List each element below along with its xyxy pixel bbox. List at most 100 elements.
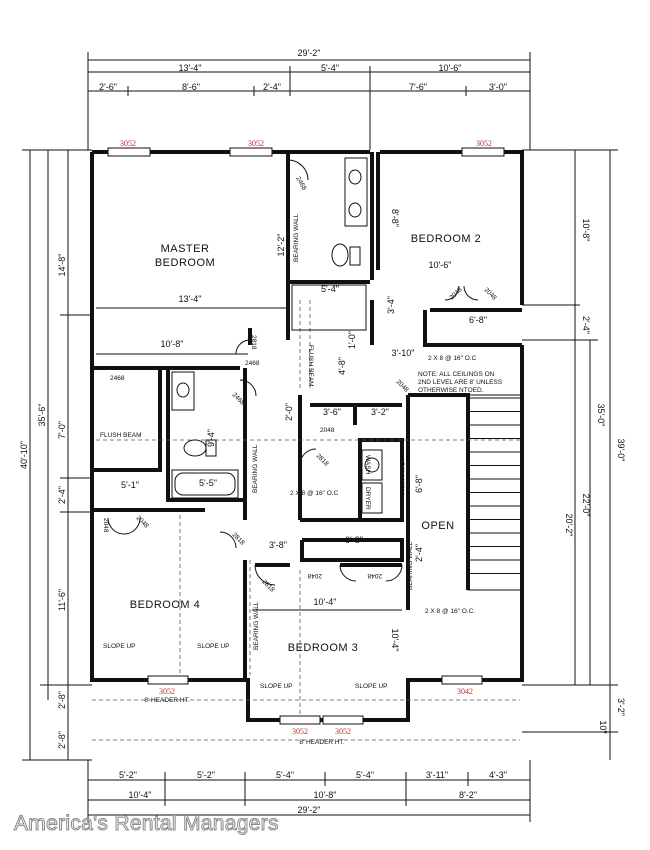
fixtures: [171, 157, 383, 514]
window: [441, 675, 483, 685]
room-label-open: OPEN: [421, 520, 454, 532]
dim-bottom-e: 3'-11": [426, 770, 448, 780]
window: [107, 147, 151, 157]
window-tag: 3042: [457, 687, 473, 696]
room-label-bedroom-3: BEDROOM 3: [288, 642, 359, 654]
dim-laundry-c: 2'-4": [414, 544, 424, 562]
dim-hall-e: 2'-0": [284, 403, 294, 421]
dim-closet-h: 12'-2": [276, 234, 286, 257]
note-flush-beam-a: FLUSH BEAM: [100, 432, 142, 439]
stair-treads: [470, 397, 520, 574]
door-tag: 2048: [483, 286, 498, 301]
dim-right-a: 10'-8": [581, 219, 591, 242]
dim-bottom-d: 5'-4": [356, 770, 374, 780]
dim-right-c: 35'-0": [596, 404, 606, 427]
dim-closet4: 5'-1": [121, 480, 139, 490]
window-tag: 3052: [120, 139, 136, 148]
dim-bottom-c: 5'-4": [276, 770, 294, 780]
dim-bottom-a: 5'-2": [119, 770, 137, 780]
dim-bath-w: 5'-4": [321, 284, 339, 294]
window: [322, 715, 364, 725]
dim-bed2-h: 8'-8": [390, 209, 400, 227]
note-bearing-wall-a: BEARING WALL: [293, 213, 300, 262]
door-swings: [107, 159, 479, 586]
dim-bottom-overall: 29'-2": [298, 805, 321, 815]
window-tag: 3052: [159, 687, 175, 696]
dim-master-width: 13'-4": [179, 294, 202, 304]
dim-left-e: 11'-6": [57, 589, 67, 611]
note-two-by-four: 2 X 4 WALL: [398, 462, 405, 497]
dim-top-e: 8'-6": [182, 82, 200, 92]
window-tag: 3052: [476, 139, 492, 148]
window: [461, 147, 505, 157]
door-tag: 2048: [102, 518, 109, 533]
dim-top-d: 2'-6": [99, 82, 117, 92]
note-flush-beam-b: FLUSH BEAM: [307, 345, 314, 387]
dim-bottom-g: 10'-4": [129, 790, 152, 800]
note-bearing-wall-c: BEARING WALL: [253, 601, 260, 650]
dim-bed2-closet: 6'-8": [469, 315, 487, 325]
dim-bed2-w: 10'-6": [429, 260, 452, 270]
note-ceiling-2: 2ND LEVEL ARE 8' UNLESS: [418, 379, 503, 386]
note-header-b: 8' HEADER HT.: [299, 739, 345, 746]
dim-bottom-f: 4'-3": [489, 770, 507, 780]
note-bearing-wall-b: BEARING WALL: [252, 444, 259, 493]
window-tag: 3052: [335, 727, 351, 736]
door-tag: 2048: [448, 286, 463, 301]
dim-top-b: 5'-4": [321, 63, 339, 73]
door-tag: 2048: [307, 572, 322, 579]
door-tag: 2818: [261, 578, 276, 593]
dim-left-f: 2'-8": [57, 691, 67, 709]
dimension-lines: [22, 52, 618, 822]
dim-hall-a: 3'-4": [386, 296, 396, 314]
dim-top-f: 2'-4": [263, 82, 281, 92]
dim-hall-f: 3'-8": [269, 540, 287, 550]
dim-left-a: 35'-6": [37, 404, 47, 427]
note-header-a: 8' HEADER HT.: [144, 697, 190, 704]
note-slope-up-c: SLOPE UP: [260, 683, 293, 690]
dim-right-f: 22'-0": [581, 494, 591, 517]
door-tag: 2818: [250, 335, 257, 350]
note-dryer: DRYER: [364, 487, 371, 510]
dim-laundry-h: 6'-8": [414, 475, 424, 493]
dim-left-g: 2'-8": [57, 731, 67, 749]
dim-right-g: 3'-2": [616, 698, 626, 716]
door-tag: 2048: [320, 427, 335, 434]
dim-bottom-i: 8'-2": [459, 790, 477, 800]
door-tag: 2818: [315, 452, 330, 467]
dim-top-a: 13'-4": [179, 63, 202, 73]
window: [229, 147, 273, 157]
window: [279, 715, 321, 725]
beam-lines: [92, 300, 520, 741]
dim-hall-c: 4'-8": [337, 357, 347, 375]
dim-left-b: 14'-8": [57, 254, 67, 277]
dim-bath2-b: 5'-5": [199, 478, 217, 488]
window-tag: 3052: [248, 139, 264, 148]
dim-top-h: 3'-0": [489, 82, 507, 92]
door-tag: 2468: [294, 176, 307, 192]
dim-bottom-b: 5'-2": [197, 770, 215, 780]
note-wash: WASH: [364, 455, 371, 475]
dim-right-b: 2'-4": [581, 316, 591, 334]
note-ceiling-1: NOTE: ALL CEILINGS ON: [418, 371, 495, 378]
note-joist-2: 2 X 8 @ 16" O.C: [290, 490, 339, 497]
dim-right-d: 39'-0": [616, 439, 626, 462]
room-label-bedroom-4: BEDROOM 4: [130, 599, 201, 611]
note-joist-3: 2 X 8 @ 16" O.C.: [425, 608, 475, 615]
dim-right-e: 20'-2": [564, 514, 574, 537]
window: [147, 675, 189, 685]
note-slope-up-b: SLOPE UP: [197, 643, 230, 650]
door-tag: 2468: [110, 375, 125, 382]
dim-hall-b: 3'-10": [392, 348, 415, 358]
note-slope-up-a: SLOPE UP: [103, 643, 136, 650]
note-bearing-wall-d: BEARING WALL: [407, 541, 414, 590]
staircase: [467, 394, 523, 591]
dim-bed3-h: 10'-4": [390, 629, 400, 652]
dim-left-d: 2'-4": [57, 486, 67, 504]
dim-top-overall: 29'-2": [298, 48, 321, 58]
dim-left-overall: 40'-10": [19, 441, 29, 469]
windows: [107, 147, 505, 725]
dim-left-c: 7'-0": [57, 421, 67, 439]
door-tag: 2048: [367, 572, 382, 579]
